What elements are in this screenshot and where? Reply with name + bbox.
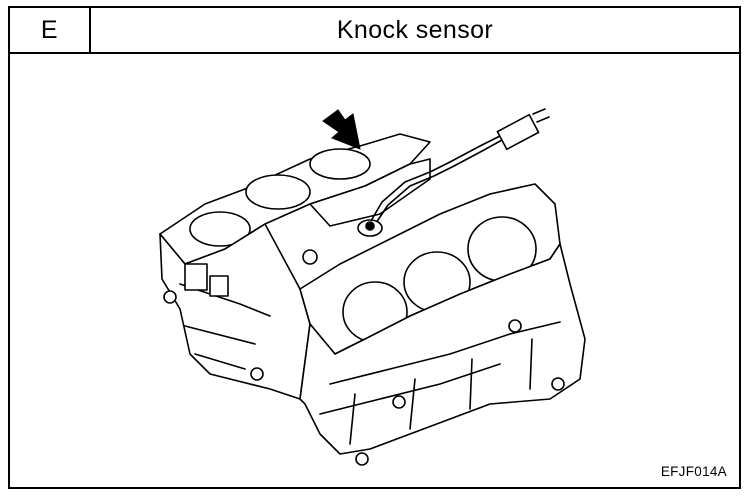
figure-code: EFJF014A xyxy=(660,464,727,479)
left-cylinder-1 xyxy=(309,148,371,180)
diagram-frame: E Knock sensor xyxy=(8,6,741,489)
figure-area: EFJF014A xyxy=(10,54,739,487)
section-letter: E xyxy=(10,8,91,52)
engine-block-illustration xyxy=(159,108,586,466)
harness-connector xyxy=(496,113,540,151)
left-cylinder-2 xyxy=(245,174,311,210)
left-cylinder-3 xyxy=(189,211,251,247)
block-valley xyxy=(309,158,431,227)
header-bar: E Knock sensor xyxy=(10,8,739,54)
sensor-harness xyxy=(367,135,501,227)
knock-sensor xyxy=(357,219,383,237)
arrow-pointer xyxy=(322,109,361,150)
page-title: Knock sensor xyxy=(336,15,494,44)
